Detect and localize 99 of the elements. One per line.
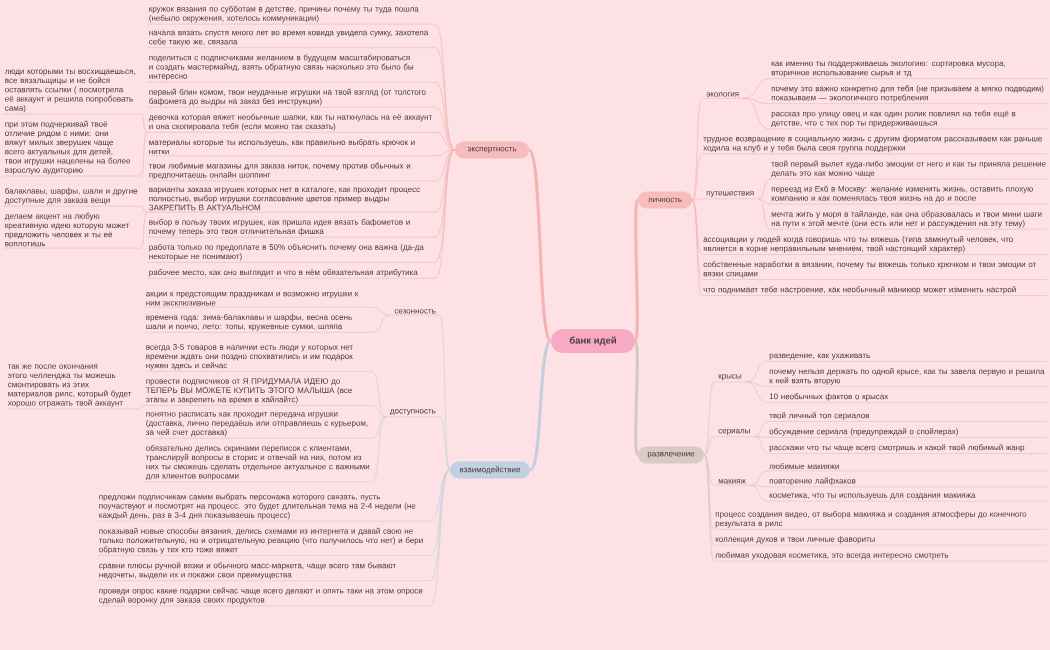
connector-line: [703, 381, 715, 456]
underlined-note: проведи опрос какие подарки сейчас чаще всего делают и опять таки на этом опросе сделай воронку для заказа своих продуктов: [97, 587, 431, 607]
connector-line: [691, 199, 703, 280]
connector-line: [371, 405, 387, 418]
underlined-note: 10 необычных фактов о крысах: [767, 393, 1048, 403]
connector-line: [633, 340, 640, 456]
connector-line: [754, 436, 769, 454]
connector-line: [434, 47, 456, 151]
underlined-note: рабочее место, как оно выглядит и что в нём обязательная атрибутика: [147, 269, 436, 279]
subtopic-label: сезонность: [389, 309, 441, 316]
underlined-note: кружок вязания по субботам в детстве, причины почему ты туда пошла (небыло окружения, хотелось коммуникации): [147, 5, 436, 25]
underlined-note: почему нельзя держать по одной крысе, как ты завела первую и решила к ней взять вторую: [767, 368, 1048, 387]
branch-topic: личность: [638, 191, 692, 209]
connector-line: [745, 381, 769, 403]
underlined-note: повторение лайфхаков: [767, 477, 1048, 488]
connector-line: [371, 371, 387, 418]
underlined-note: что поднимает тебе настроение, как необычный маникюр может изменить настрой: [701, 286, 1048, 296]
connector-line: [703, 454, 715, 486]
connector-line: [139, 205, 148, 213]
connector-line: [529, 339, 552, 472]
connector-line: [758, 198, 771, 230]
connector-line: [745, 361, 769, 383]
connector-line: [371, 416, 387, 439]
underlined-note: трудное возвращение в социальную жизнь с другим форматом рассказываем как раньше ходила на клуб и у тебя была своя группа поддержки: [701, 135, 1048, 155]
connector-line: [429, 469, 451, 556]
branch-topic: развлечение: [638, 446, 704, 464]
underlined-note: выбор в пользу твоих игрушек, как пришла идея вязать бафометов и почему теперь это твоя отличительная фишка: [147, 218, 436, 238]
connector-line: [434, 149, 456, 157]
connector-line: [703, 436, 715, 456]
connector-line: [528, 149, 552, 342]
central-topic: банк идей: [551, 329, 635, 353]
connector-line: [691, 199, 703, 296]
underlined-note: предложи подписчикам самим выбрать персонажа которого связать, пусть поучаствуют и посмотрят на процесс. это будет длительная тема на 2-4 недели (не каждый день, раз в 3-4 дня показываешь процесс): [97, 493, 431, 522]
underlined-note: коллекция духов и твои личные фавориты: [713, 536, 1048, 546]
connector-line: [136, 405, 145, 410]
underlined-note: при этом подчеркивай твоё отличие рядом с ними: они вяжут милых зверушек чаще всего актуальных для детей, твои игрушки нацелены на более взрослую аудиторию: [3, 120, 141, 177]
underlined-note: провести подписчиков от Я ПРИДУМАЛА ИДЕЮ до ТЕПЕРЬ ВЫ МОЖЕТЕ КУПИТЬ ЭТОГО МАЛЫША (все этапы и закрепить на время в хайлайтс): [144, 378, 373, 406]
connector-line: [139, 211, 148, 249]
connector-line: [371, 314, 391, 333]
underlined-note: показывай новые способы вязания, делись схемами из интернета и давай свою не только положительную, но и отрицательную реакцию (что получилось что нет) и бери обратную связь у тех кто тоже вяжет: [97, 527, 431, 556]
underlined-note: разведение, как ухаживать: [767, 353, 1048, 362]
subtopic-label: сериалы: [713, 429, 755, 437]
connector-line: [439, 416, 451, 471]
underlined-note: обсуждение сериала (предупреждай о спойлерах): [767, 428, 1048, 438]
branch-topic: экспертность: [455, 141, 529, 159]
connector-line: [434, 106, 456, 151]
underlined-note: материалы которые ты используешь, как правильно выбрать крючок и нитки: [147, 139, 436, 157]
underlined-note: процесс создания видео, от выбора макияжа и создания атмосферы до конечного результата в рилс: [713, 510, 1048, 530]
underlined-note: так же после окончания этого челленджа ты можешь смонтировать из этих материалов рилс, который будет хорошо отражать твой аккаунт: [6, 364, 138, 410]
subtopic-label: крысы: [713, 374, 747, 383]
connector-line: [754, 421, 769, 437]
connector-line: [371, 306, 391, 316]
underlined-note: твой личный топ сериалов: [767, 412, 1048, 422]
connector-line: [429, 469, 451, 607]
connector-line: [691, 153, 703, 201]
connector-line: [749, 484, 769, 502]
underlined-note: первый блин комом, твои неудачные игрушки на твой взгляд (от толстого бафомета до выдры на заказ без инструкции): [147, 88, 436, 108]
branch-topic: взаимодействие: [450, 461, 530, 479]
underlined-note: ассоциации у людей когда говоришь что ты вяжешь (типа замкнутый человек, что является в корне неправильным мнением, твой настоящий характер): [701, 235, 1048, 255]
underlined-note: акции к предстоящим праздникам и возможно игрушки к ним эксклюзивные: [144, 292, 373, 308]
connector-line: [742, 78, 771, 99]
underlined-note: расскажи что ты чаще всего смотришь и какой твой любимый жанр: [767, 444, 1048, 454]
underlined-note: сравни плюсы ручной вязки и обычного масс-маркета, чаще всего там бывают недочеты, выдели их и покажи свои преимущества: [97, 562, 431, 581]
underlined-note: люди которыми ты восхищаешься, все вязальщицы и не бойся оставлять ссылки ( посмотрела её аккаунт и решила попробовать сама): [3, 69, 141, 115]
underlined-note: варианты заказа игрушек которых нет в каталоге, как проходит процесс полностью, выбор игрушки согласование цветов пример выдры ЗАКРЕПИТЬ В АКТУАЛЬНОМ: [147, 187, 436, 213]
connector-line: [139, 113, 148, 133]
underlined-note: любимые макияжи: [767, 463, 1048, 472]
underlined-note: поделиться с подписчиками желанием в будущем масштабироваться и создать мастермайнд, взять обратную связь насколько это было бы интересно: [147, 54, 436, 83]
subtopic-label: доступность: [385, 409, 441, 418]
connector-line: [691, 199, 703, 255]
underlined-note: мечта жить у моря в тайланде, как она образовалась и твои мини шаги на пути к этой мечте (они есть или нет и рассуждения на эту тему): [769, 210, 1048, 230]
connector-line: [633, 199, 640, 342]
underlined-note: любимая уходовая косметика, это всегда интересно смотреть: [713, 551, 1048, 562]
underlined-note: переезд из Екб в Москву: желание изменить жизнь, оставить плохую компанию и как поменялась твоя жизнь на до и после: [769, 185, 1048, 205]
underlined-note: балаклавы, шарфы, шали и другие доступные для заказа вещи: [3, 187, 141, 207]
subtopic-label: макияж: [713, 479, 751, 486]
underlined-note: твой первый вылет куда-либо эмоции от него и как ты приняла решение делать это как можно чаще: [769, 160, 1048, 180]
underlined-note: понятно расписать как проходит передача игрушки (доставка, лично передаёшь или отправляешь с курьером, за чей счет доставка): [144, 412, 373, 439]
subtopic-label: экология: [701, 92, 744, 99]
underlined-note: работа только по предоплате в 50% объяснить почему она важна (да-да некоторые не понимают): [147, 243, 436, 263]
underlined-note: девочка которая вяжет необычные шапки, как ты наткнулась на её аккаунт и она скопировала тебя (если можно так сказать): [147, 113, 436, 133]
underlined-note: почему это важно конкретно для тебя (не призываем а мягко подводим) показываем — экологичного потребления: [769, 85, 1048, 104]
connector-line: [139, 132, 148, 177]
connector-line: [749, 470, 769, 486]
underlined-note: рассказ про улицу овец и как один ролик повлиял на тебя ещё в детстве, что с тех пор ты придерживаешься: [769, 110, 1048, 130]
underlined-note: косметика, что ты используешь для создания макияжа: [767, 493, 1048, 502]
underlined-note: как именно ты поддерживаешь экологию: сортировка мусора, вторичное использование сырья и тд: [769, 61, 1048, 79]
connector-line: [742, 97, 771, 130]
underlined-note: делаем акцент на любую креативную идею которую может предложить человек и ты её воплотишь: [3, 212, 141, 249]
subtopic-label: путешествия: [701, 191, 759, 200]
connector-line: [371, 416, 387, 483]
underlined-note: времена года: зима-балаклавы и шарфы, весна осень шали и пончо, лето: топы, кружевные сумки, шляпа: [144, 314, 373, 333]
underlined-note: собственные наработки в вязании, почему ты вяжешь только крючком и твои эмоции от вязки спицами: [701, 261, 1048, 280]
connector-line: [758, 198, 771, 205]
underlined-note: твои любимые магазины для заказа ниток, почему против обычных и предпочитаешь онлайн шоппинг: [147, 162, 436, 182]
connector-line: [758, 178, 771, 200]
underlined-note: начала вязать спустя много лет во время ковида увидела сумку, захотела себе такую же, связала: [147, 30, 436, 48]
underlined-note: обязательно делись скринами переписок с клиентами, транслируй вопросы в сторис и отвечай на них, потом из них ты сможешь сделать отдельное актуальное с важными для клиентов вопросами: [144, 444, 373, 483]
underlined-note: всегда 3-5 товаров в наличии есть люди у которых нет времени ждать они поздно спохватились и им подарок нужен здесь и сейчас: [144, 344, 373, 372]
